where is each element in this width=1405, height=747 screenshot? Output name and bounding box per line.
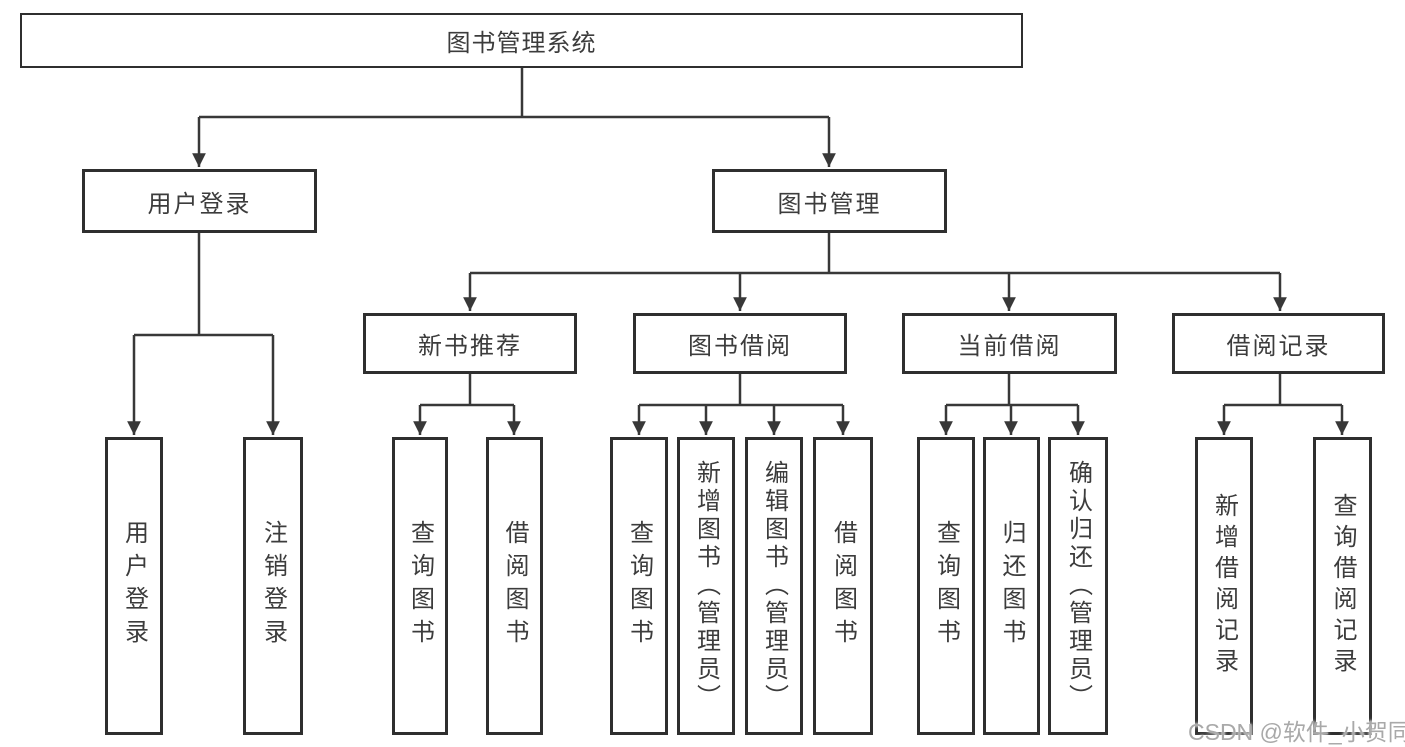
node-leaf-query-books-borrow: 查询图书 <box>610 437 668 735</box>
csdn-watermark: CSDN @软件_小贺同学 <box>1188 719 1405 745</box>
node-leaf-borrow-books: 借阅图书 <box>813 437 873 735</box>
node-new-book-rec: 新书推荐 <box>363 313 577 374</box>
node-leaf-confirm-return-admin: 确认归还（管理员） <box>1048 437 1108 735</box>
node-leaf-add-books-admin: 新增图书（管理员） <box>677 437 735 735</box>
node-book-mgmt: 图书管理 <box>712 169 947 233</box>
node-leaf-edit-books-admin: 编辑图书（管理员） <box>745 437 803 735</box>
node-leaf-add-borrow-record: 新增借阅记录 <box>1195 437 1253 735</box>
node-leaf-logout: 注销登录 <box>243 437 303 735</box>
node-leaf-user-login: 用户登录 <box>105 437 163 735</box>
node-leaf-borrow-books-rec: 借阅图书 <box>486 437 543 735</box>
node-current-borrow: 当前借阅 <box>902 313 1117 374</box>
node-book-borrow: 图书借阅 <box>633 313 847 374</box>
node-root: 图书管理系统 <box>20 13 1023 68</box>
node-leaf-query-borrow-record: 查询借阅记录 <box>1313 437 1372 735</box>
node-leaf-query-books-current: 查询图书 <box>917 437 975 735</box>
node-borrow-record: 借阅记录 <box>1172 313 1385 374</box>
node-user-login: 用户登录 <box>82 169 317 233</box>
node-leaf-query-books-rec: 查询图书 <box>392 437 448 735</box>
node-leaf-return-books: 归还图书 <box>983 437 1040 735</box>
